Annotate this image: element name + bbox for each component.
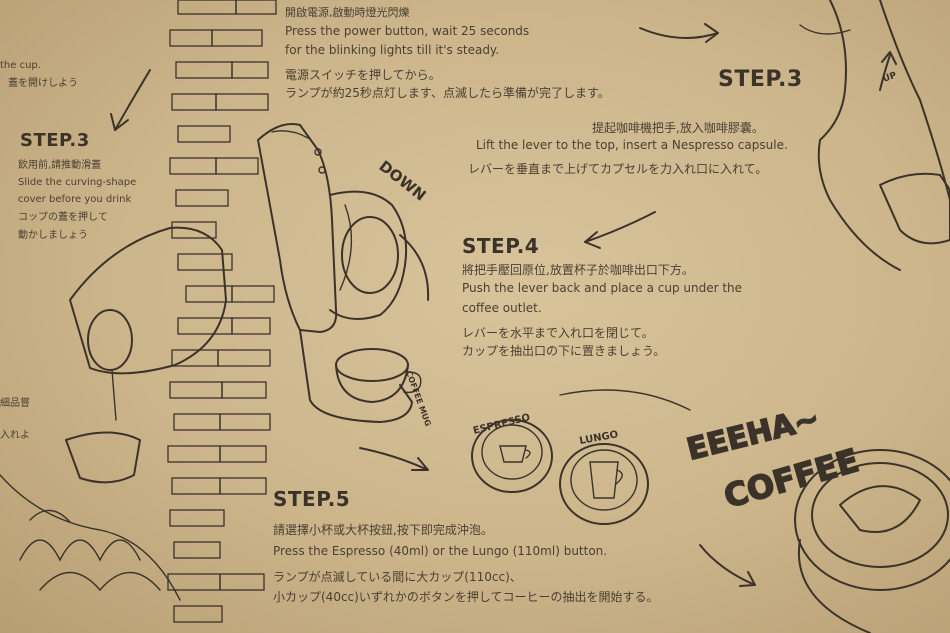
step5-jp-2: 小カップ(40cc)いずれかのボタンを押してコーヒーの抽出を開始する。 <box>273 590 659 604</box>
step4-heading: STEP.4 <box>462 234 540 258</box>
pouring-cup-drawing <box>0 226 227 601</box>
left-frag-4: 入れよ <box>0 430 30 441</box>
step4-en-1: Push the lever back and place a cup unde… <box>462 281 743 295</box>
flowers-drawing <box>19 509 161 592</box>
step5-en: Press the Espresso (40ml) or the Lungo (… <box>273 544 608 558</box>
espresso-label: ESPRESSO <box>472 412 531 437</box>
step5-zh: 請選擇小杯或大杯按鈕,按下即完成沖泡。 <box>273 523 493 537</box>
left-en-1: Slide the curving-shape <box>18 177 137 188</box>
top-jp-2: ランプが約25秒点灯します、点滅したら準備が完了します。 <box>285 86 610 100</box>
top-jp-1: 電源スイッチを押してから。 <box>285 68 441 82</box>
lungo-capsule-drawing <box>559 443 649 525</box>
step4-en-2: coffee outlet. <box>462 301 542 315</box>
left-en-2: cover before you drink <box>18 194 132 205</box>
arrow-drawings <box>110 23 897 587</box>
espresso-capsule-drawing <box>471 419 553 493</box>
left-frag-2: 蓋を開けしよう <box>8 78 78 89</box>
capsule-swirl <box>559 389 691 411</box>
top-en-2: for the blinking lights till it's steady… <box>285 43 500 57</box>
left-jp-2: 動かしましょう <box>18 230 88 241</box>
brick-wall <box>167 0 277 623</box>
top-en-1: Press the power button, wait 25 seconds <box>285 24 530 38</box>
down-label: DOWN <box>376 157 430 205</box>
step3-right-heading: STEP.3 <box>718 67 803 92</box>
step5-heading: STEP.5 <box>273 487 351 511</box>
step3-jp: レバーを垂直まで上げてカプセルを力入れ口に入れて。 <box>468 162 768 176</box>
left-frag-1: the cup. <box>0 60 41 71</box>
step4-jp-1: レバーを水平まで入れ口を閉じて。 <box>462 326 654 340</box>
left-zh: 飲用前,請推動滑蓋 <box>18 160 102 171</box>
step3-en: Lift the lever to the top, insert a Nesp… <box>476 138 788 152</box>
up-label: UP <box>882 71 899 85</box>
coffee-cup-drawing <box>794 449 950 633</box>
step3-left-heading: STEP.3 <box>20 130 90 151</box>
step5-jp-1: ランプが点滅している間に大カップ(110cc)、 <box>273 570 522 584</box>
step4-jp-2: カップを抽出口の下に置きましょう。 <box>462 344 666 358</box>
left-frag-3: 細品嘗 <box>0 398 30 409</box>
coffee-machine-drawing <box>257 123 430 423</box>
step4-zh: 將把手壓回原位,放置杯子於咖啡出口下方。 <box>462 263 694 277</box>
hand-lever-drawing <box>799 0 950 271</box>
left-jp-1: コップの蓋を押して <box>18 212 108 223</box>
step3-zh: 提起咖啡機把手,放入咖啡膠囊。 <box>592 121 764 135</box>
top-zh: 開啟電源,啟動時燈光閃爍 <box>285 6 410 19</box>
